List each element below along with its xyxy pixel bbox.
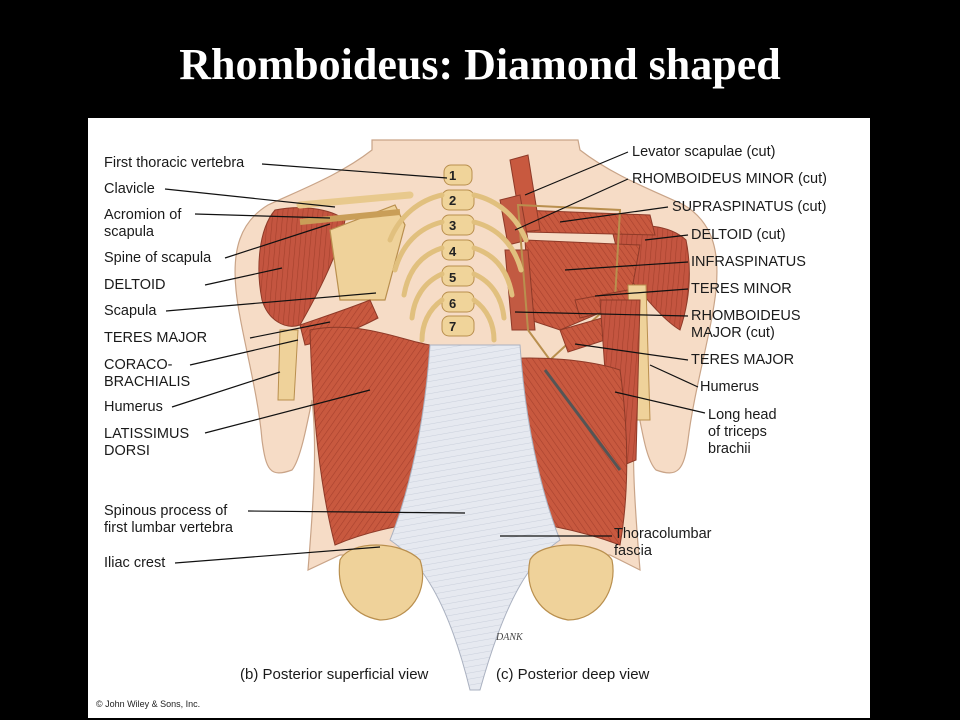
label-supraspinatus: SUPRASPINATUS (cut) (672, 199, 827, 215)
label-humerus-right: Humerus (700, 379, 759, 395)
illustrator-signature: DANK (496, 632, 523, 643)
label-acromion-of-scapula: Acromion of scapula (104, 207, 182, 240)
label-scapula: Scapula (104, 303, 157, 319)
label-first-thoracic-vertebra: First thoracic vertebra (104, 155, 245, 171)
iliac-crest-left (338, 544, 424, 621)
vertebra-number-6: 6 (449, 296, 457, 311)
spine-of-scapula-left (299, 209, 401, 225)
iliac-crest-right (528, 544, 614, 621)
label-humerus-left: Humerus (104, 399, 163, 415)
vertebral-column (441, 164, 475, 337)
leader-lines-left (164, 163, 466, 564)
vertebra-number-1: 1 (449, 168, 457, 183)
label-infraspinatus: INFRASPINATUS (691, 254, 806, 270)
label-triceps-long-head: Long head of triceps brachii (708, 407, 777, 457)
thoracolumbar-fascia (389, 344, 561, 691)
leader-lines-right (500, 151, 706, 537)
vertebra-number-2: 2 (449, 193, 457, 208)
rhomboideus-major-right (504, 249, 536, 331)
label-deltoid: DELTOID (104, 277, 166, 293)
vertebra-number-5: 5 (449, 270, 457, 285)
vertebra-number-4: 4 (449, 244, 457, 259)
label-teres-minor: TERES MINOR (691, 281, 792, 297)
vertebra-number-3: 3 (449, 218, 457, 233)
label-spinous-process: Spinous process of first lumbar vertebra (104, 503, 233, 536)
label-rhomboideus-major: RHOMBOIDEUS MAJOR (cut) (691, 308, 801, 341)
label-spine-of-scapula: Spine of scapula (104, 250, 212, 266)
slide-title: Rhomboideus: Diamond shaped (179, 40, 781, 89)
label-latissimus-dorsi: LATISSIMUS DORSI (104, 426, 190, 459)
probe-rod (543, 369, 622, 471)
caption-deep-view: (c) Posterior deep view (496, 666, 650, 683)
ribs (387, 192, 529, 343)
label-iliac-crest: Iliac crest (104, 555, 166, 571)
clavicle-left (296, 191, 414, 209)
label-deltoid-cut: DELTOID (cut) (691, 227, 786, 243)
vertebra-number-7: 7 (449, 319, 457, 334)
copyright-notice: © John Wiley & Sons, Inc. (96, 699, 201, 709)
caption-superficial-view: (b) Posterior superficial view (240, 666, 429, 683)
label-teres-major-right: TERES MAJOR (691, 352, 795, 368)
label-teres-major: TERES MAJOR (104, 330, 208, 346)
label-coracobrachialis: CORACO- BRACHIALIS (104, 357, 191, 390)
label-clavicle: Clavicle (104, 181, 155, 197)
label-thoracolumbar-fascia: Thoracolumbar fascia (614, 526, 712, 559)
label-levator-scapulae: Levator scapulae (cut) (632, 144, 776, 160)
label-rhomboideus-minor: RHOMBOIDEUS MINOR (cut) (632, 171, 827, 187)
